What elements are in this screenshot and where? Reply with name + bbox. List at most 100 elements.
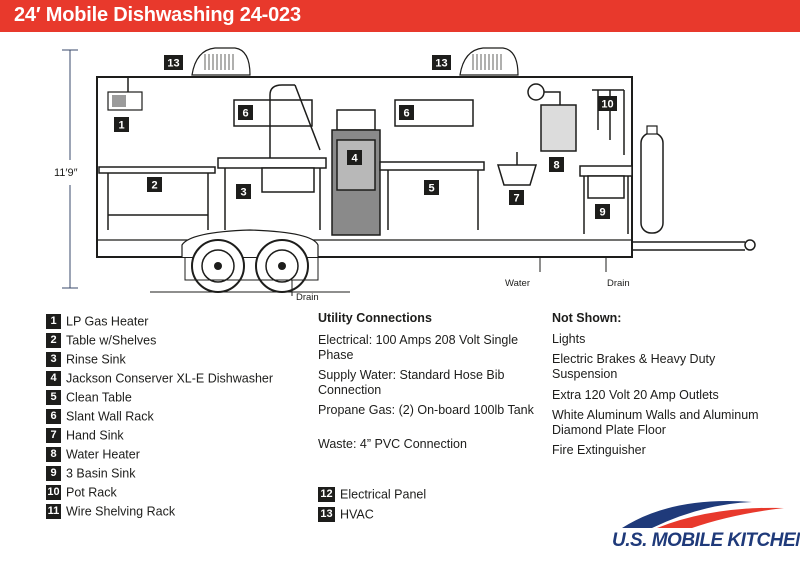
utility-propane: Propane Gas: (2) On-board 100lb Tank <box>318 403 534 417</box>
callout-1: 1 <box>114 117 129 132</box>
legend-label: HVAC <box>340 507 374 522</box>
legend-label: Clean Table <box>66 390 132 405</box>
not-shown-item: Extra 120 Volt 20 Amp Outlets <box>552 388 719 402</box>
legend-number: 8 <box>46 447 61 463</box>
trailer-diagram: 11′9″ <box>54 47 756 302</box>
legend-label: Electrical Panel <box>340 487 427 502</box>
hand-sink <box>496 152 538 186</box>
axle-frame <box>184 257 319 281</box>
svg-text:9: 9 <box>599 207 605 219</box>
equipment-legend-extra: 12 Electrical Panel 13 HVAC <box>318 487 538 527</box>
svg-text:2: 2 <box>151 180 157 192</box>
svg-text:13: 13 <box>435 58 447 70</box>
svg-text:10: 10 <box>601 99 613 111</box>
svg-text:6: 6 <box>242 108 248 120</box>
slant-wall-rack-left <box>233 99 313 127</box>
legend-item: 3 Rinse Sink <box>46 352 126 368</box>
callout-2: 2 <box>147 177 162 192</box>
callout-3: 3 <box>236 184 251 199</box>
legend-label: Table w/Shelves <box>66 333 157 348</box>
utility-waste: Waste: 4” PVC Connection <box>318 437 467 451</box>
legend-number: 10 <box>46 485 61 501</box>
legend-item: 2 Table w/Shelves <box>46 333 156 349</box>
wheel-right <box>255 239 309 293</box>
legend-label: Wire Shelving Rack <box>66 504 176 519</box>
legend-label: Jackson Conserver XL-E Dishwasher <box>66 371 274 386</box>
clean-table <box>379 161 485 230</box>
hvac-unit-right <box>459 47 519 76</box>
legend-item: 6 Slant Wall Rack <box>46 409 154 425</box>
three-basin-sink <box>579 165 633 234</box>
lp-gas-heater <box>107 78 143 111</box>
legend-item: 4 Jackson Conserver XL-E Dishwasher <box>46 371 273 387</box>
legend-label: Hand Sink <box>66 428 124 443</box>
svg-text:1: 1 <box>118 120 124 132</box>
legend-label: LP Gas Heater <box>66 314 149 329</box>
callout-6-left: 6 <box>238 105 253 120</box>
not-shown-item: Electric Brakes & Heavy Duty Suspension <box>552 352 716 381</box>
legend-label: Pot Rack <box>66 485 117 500</box>
callout-8: 8 <box>549 157 564 172</box>
legend-number: 5 <box>46 390 61 406</box>
legend-number: 11 <box>46 504 61 520</box>
svg-text:7: 7 <box>513 193 519 205</box>
svg-text:8: 8 <box>553 160 559 172</box>
legend-number: 3 <box>46 352 61 368</box>
hvac-unit-left <box>191 47 251 76</box>
legend-number: 12 <box>318 487 335 503</box>
height-dimension <box>62 49 78 289</box>
svg-text:5: 5 <box>428 183 434 195</box>
logo-swoosh <box>622 501 784 528</box>
legend-label: Water Heater <box>66 447 140 462</box>
callout-6-right: 6 <box>399 105 414 120</box>
legend-label: Slant Wall Rack <box>66 409 154 424</box>
callout-7: 7 <box>509 190 524 205</box>
drain-label-left: Drain <box>296 292 319 302</box>
not-shown-item: Fire Extinguisher <box>552 443 646 457</box>
legend-number: 4 <box>46 371 61 387</box>
page-title: 24′ Mobile Dishwashing 24-023 <box>14 4 301 26</box>
wheel-left <box>191 239 245 293</box>
rinse-sink <box>217 84 327 230</box>
callout-4: 4 <box>347 150 362 165</box>
svg-text:4: 4 <box>351 153 358 165</box>
svg-text:13: 13 <box>167 58 179 70</box>
legend-item: 13 HVAC <box>318 507 374 523</box>
legend-number: 7 <box>46 428 61 444</box>
legend-number: 9 <box>46 466 61 482</box>
callout-13-left: 13 <box>164 55 183 70</box>
callout-5: 5 <box>424 180 439 195</box>
legend-number: 2 <box>46 333 61 349</box>
legend-item: 12 Electrical Panel <box>318 487 426 503</box>
equipment-legend: 1 LP Gas Heater 2 Table w/Shelves 3 Rinse S… <box>46 314 306 524</box>
legend-item: 5 Clean Table <box>46 390 132 406</box>
legend-item: 10 Pot Rack <box>46 485 117 501</box>
legend-number: 13 <box>318 507 335 523</box>
legend-item: 1 LP Gas Heater <box>46 314 148 330</box>
legend-number: 6 <box>46 409 61 425</box>
header-bar: 24′ Mobile Dishwashing 24-023 <box>0 0 800 32</box>
height-label: 11′9″ <box>54 167 78 179</box>
legend-label: 3 Basin Sink <box>66 466 136 481</box>
legend-item: 8 Water Heater <box>46 447 140 463</box>
svg-text:6: 6 <box>403 108 409 120</box>
utility-heading: Utility Connections <box>318 311 432 325</box>
callout-13-right: 13 <box>432 55 451 70</box>
svg-text:3: 3 <box>240 187 246 199</box>
trailer-hitch <box>632 239 756 251</box>
dishwasher <box>331 109 381 236</box>
not-shown-heading: Not Shown: <box>552 311 622 325</box>
legend-item: 7 Hand Sink <box>46 428 124 444</box>
drain-label-right: Drain <box>607 278 630 289</box>
callout-9: 9 <box>595 204 610 219</box>
not-shown-item: Lights <box>552 332 586 346</box>
legend-number: 1 <box>46 314 61 330</box>
callout-10: 10 <box>598 96 617 111</box>
legend-label: Rinse Sink <box>66 352 126 367</box>
utility-electrical: Electrical: 100 Amps 208 Volt Single Pha… <box>318 333 519 362</box>
legend-item: 9 3 Basin Sink <box>46 466 135 482</box>
water-heater <box>527 83 577 152</box>
water-label: Water <box>505 278 530 289</box>
table-with-shelves <box>98 166 216 230</box>
not-shown-item: White Aluminum Walls and Aluminum Diamon… <box>552 408 759 437</box>
